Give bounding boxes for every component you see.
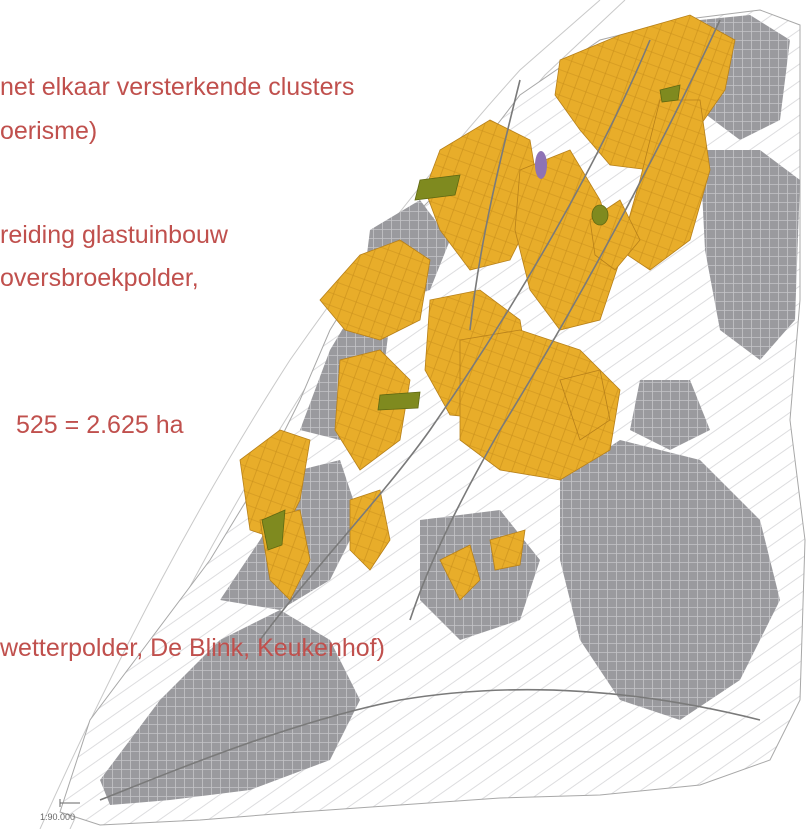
text-line-1: net elkaar versterkende clusters: [0, 73, 355, 101]
text-line-4: oversbroekpolder,: [0, 264, 199, 292]
greenhouse-areas: [239, 14, 736, 601]
text-line-5: 525 = 2.625 ha: [16, 411, 184, 439]
water-body: [535, 151, 547, 179]
roads: [99, 19, 761, 801]
text-line-3: reiding glastuinbouw: [0, 221, 228, 249]
green-zones: [261, 84, 681, 551]
text-line-6: wetterpolder, De Blink, Keukenhof): [0, 634, 385, 662]
map-scale-label: 1:90.000: [40, 812, 76, 822]
text-line-2: oerisme): [0, 117, 98, 145]
scale-bar: [59, 799, 80, 807]
